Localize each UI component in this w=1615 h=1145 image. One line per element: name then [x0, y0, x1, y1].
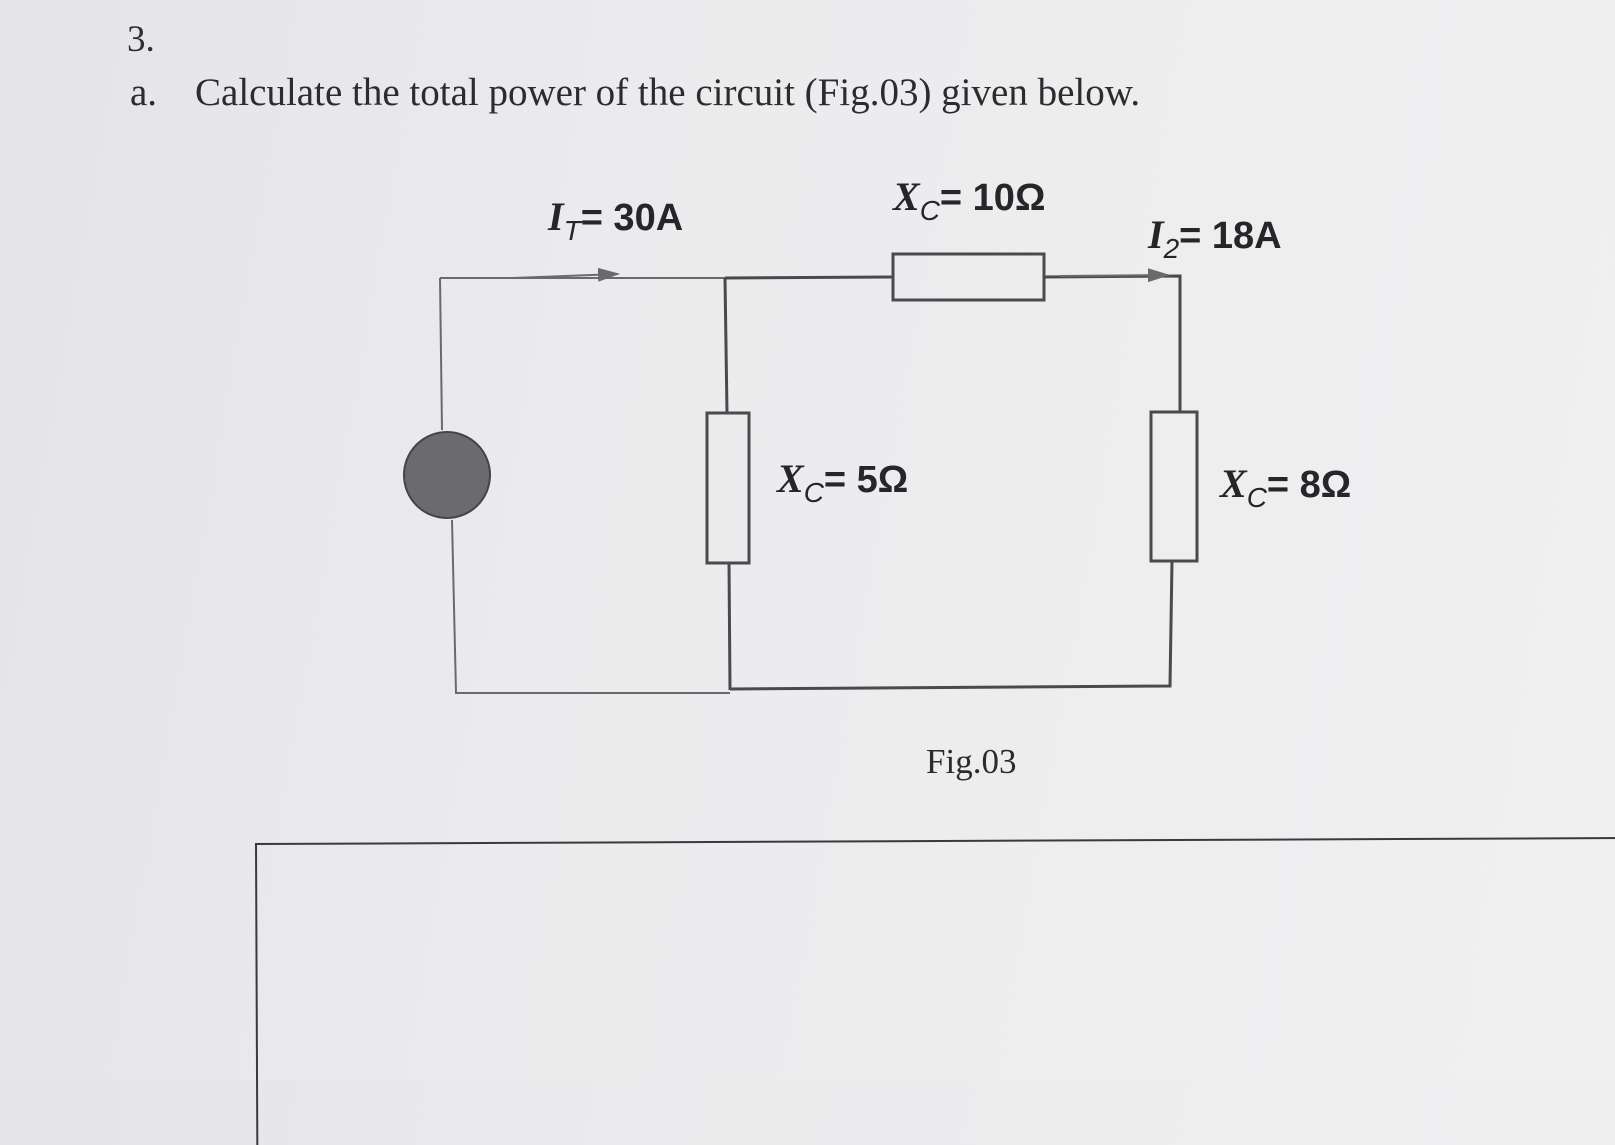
figure-caption: Fig.03: [926, 742, 1017, 781]
current-arrow-total: [512, 267, 620, 282]
circuit-diagram: IT= 30A XC= 10Ω I2= 18A XC= 5Ω XC= 8Ω: [403, 174, 1351, 694]
label-branch-current: I2= 18A: [1147, 212, 1282, 264]
answer-box[interactable]: [255, 836, 1615, 1145]
question-number: 3.: [127, 19, 155, 60]
resistor-right: [1149, 410, 1199, 563]
wire-left-vertical: [439, 277, 443, 431]
wire-left-vertical-lower: [451, 519, 730, 694]
question-part-label: a.: [130, 71, 158, 114]
label-top-reactance: XC= 10Ω: [891, 174, 1045, 226]
voltage-source: [403, 431, 491, 519]
resistor-middle: [705, 411, 751, 565]
wire-right-lower: [729, 560, 1174, 691]
resistor-top: [891, 252, 1046, 302]
wire-middle-top: [724, 275, 894, 280]
wire-middle-vertical-upper: [723, 277, 729, 414]
wire-middle-vertical-lower: [727, 562, 732, 691]
label-middle-reactance: XC= 5Ω: [775, 456, 908, 508]
label-total-current: IT= 30A: [547, 194, 683, 246]
label-right-reactance: XC= 8Ω: [1218, 461, 1351, 513]
current-arrow-branch: [1059, 268, 1170, 283]
wire-top-right: [1043, 274, 1182, 412]
question-text: Calculate the total power of the circuit…: [195, 71, 1141, 114]
